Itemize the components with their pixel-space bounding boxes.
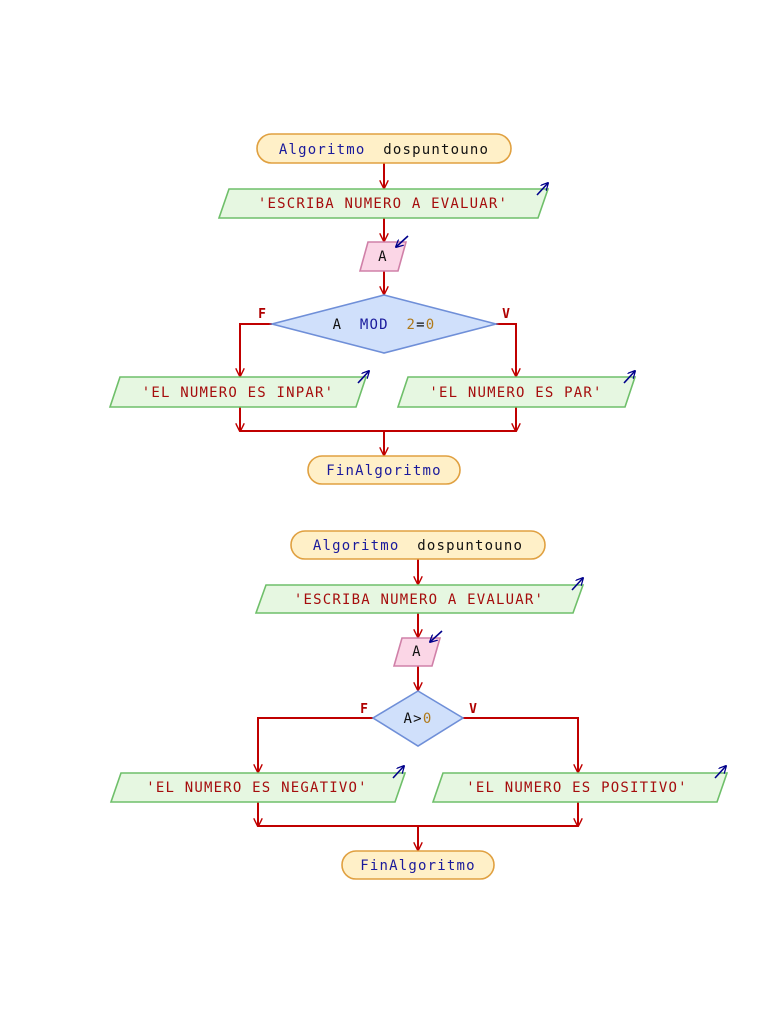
input-arrow-icon	[396, 235, 409, 247]
false-label: F	[258, 307, 266, 322]
prompt-text: 'ESCRIBA NUMERO A EVALUAR'	[294, 592, 544, 608]
true-output-text: 'EL NUMERO ES POSITIVO'	[466, 780, 687, 796]
condition-rhs: 0	[423, 711, 433, 727]
flow-lines	[258, 559, 578, 850]
output-arrow-icon	[392, 766, 404, 779]
output-arrow-icon	[623, 371, 635, 384]
condition-equals: =	[416, 317, 426, 333]
output-arrow-icon	[357, 371, 369, 384]
end-terminal: FinAlgoritmo	[341, 850, 495, 880]
output-prompt: 'ESCRIBA NUMERO A EVALUAR'	[217, 183, 548, 219]
output-arrow-icon	[571, 578, 583, 591]
output-prompt: 'ESCRIBA NUMERO A EVALUAR'	[254, 578, 583, 614]
false-branch-line	[258, 717, 373, 772]
input-arrow-icon	[430, 630, 443, 642]
output-false: 'EL NUMERO ES INPAR'	[108, 371, 369, 408]
true-branch-line	[496, 323, 516, 376]
condition-rhs: 0	[426, 317, 436, 333]
true-output-text: 'EL NUMERO ES PAR'	[429, 385, 602, 401]
output-arrow-icon	[536, 183, 548, 196]
false-output-text: 'EL NUMERO ES INPAR'	[142, 385, 335, 401]
svg-text:Algoritmo dospuntouno: Algoritmo dospuntouno	[279, 142, 489, 158]
false-output-text: 'EL NUMERO ES NEGATIVO'	[146, 780, 367, 796]
svg-text:Algoritmo dospuntouno: Algoritmo dospuntouno	[313, 538, 523, 554]
output-true: 'EL NUMERO ES PAR'	[396, 371, 635, 408]
start-terminal: Algoritmo dospuntouno	[290, 530, 546, 560]
flow-lines	[240, 163, 516, 455]
read-variable: A	[378, 249, 388, 265]
true-label: V	[502, 307, 510, 322]
svg-text:A>0: A>0	[404, 711, 433, 727]
false-branch-line	[240, 323, 272, 376]
decision: A>0 F V	[360, 690, 477, 747]
start-terminal: Algoritmo dospuntouno	[256, 133, 512, 164]
input-read: A	[392, 630, 443, 667]
condition-lhs: A	[404, 711, 414, 727]
input-read: A	[358, 235, 409, 272]
flowchart-2: Algoritmo dospuntouno 'ESCRIBA NUMERO A …	[109, 530, 729, 880]
output-true: 'EL NUMERO ES POSITIVO'	[431, 766, 729, 803]
condition-number: 2	[406, 317, 416, 333]
end-keyword: FinAlgoritmo	[326, 463, 442, 479]
prompt-text: 'ESCRIBA NUMERO A EVALUAR'	[258, 196, 508, 212]
start-keyword: Algoritmo	[313, 538, 400, 554]
start-keyword: Algoritmo	[279, 142, 366, 158]
decision: A MOD 2=0 F V	[258, 294, 510, 354]
condition-operator: >	[413, 711, 423, 727]
read-variable: A	[412, 644, 422, 660]
algorithm-name: dospuntouno	[417, 538, 523, 554]
svg-text:A MOD 2=0: A MOD 2=0	[333, 317, 436, 333]
true-label: V	[469, 702, 477, 717]
false-label: F	[360, 702, 368, 717]
true-branch-line	[463, 717, 578, 772]
end-terminal: FinAlgoritmo	[307, 455, 461, 485]
flowchart-1: Algoritmo dospuntouno 'ESCRIBA NUMERO A …	[108, 133, 635, 485]
condition-operator: MOD	[360, 317, 389, 333]
output-false: 'EL NUMERO ES NEGATIVO'	[109, 766, 407, 803]
condition-lhs: A	[333, 317, 343, 333]
output-arrow-icon	[714, 766, 726, 779]
end-keyword: FinAlgoritmo	[360, 858, 476, 874]
algorithm-name: dospuntouno	[383, 142, 489, 158]
